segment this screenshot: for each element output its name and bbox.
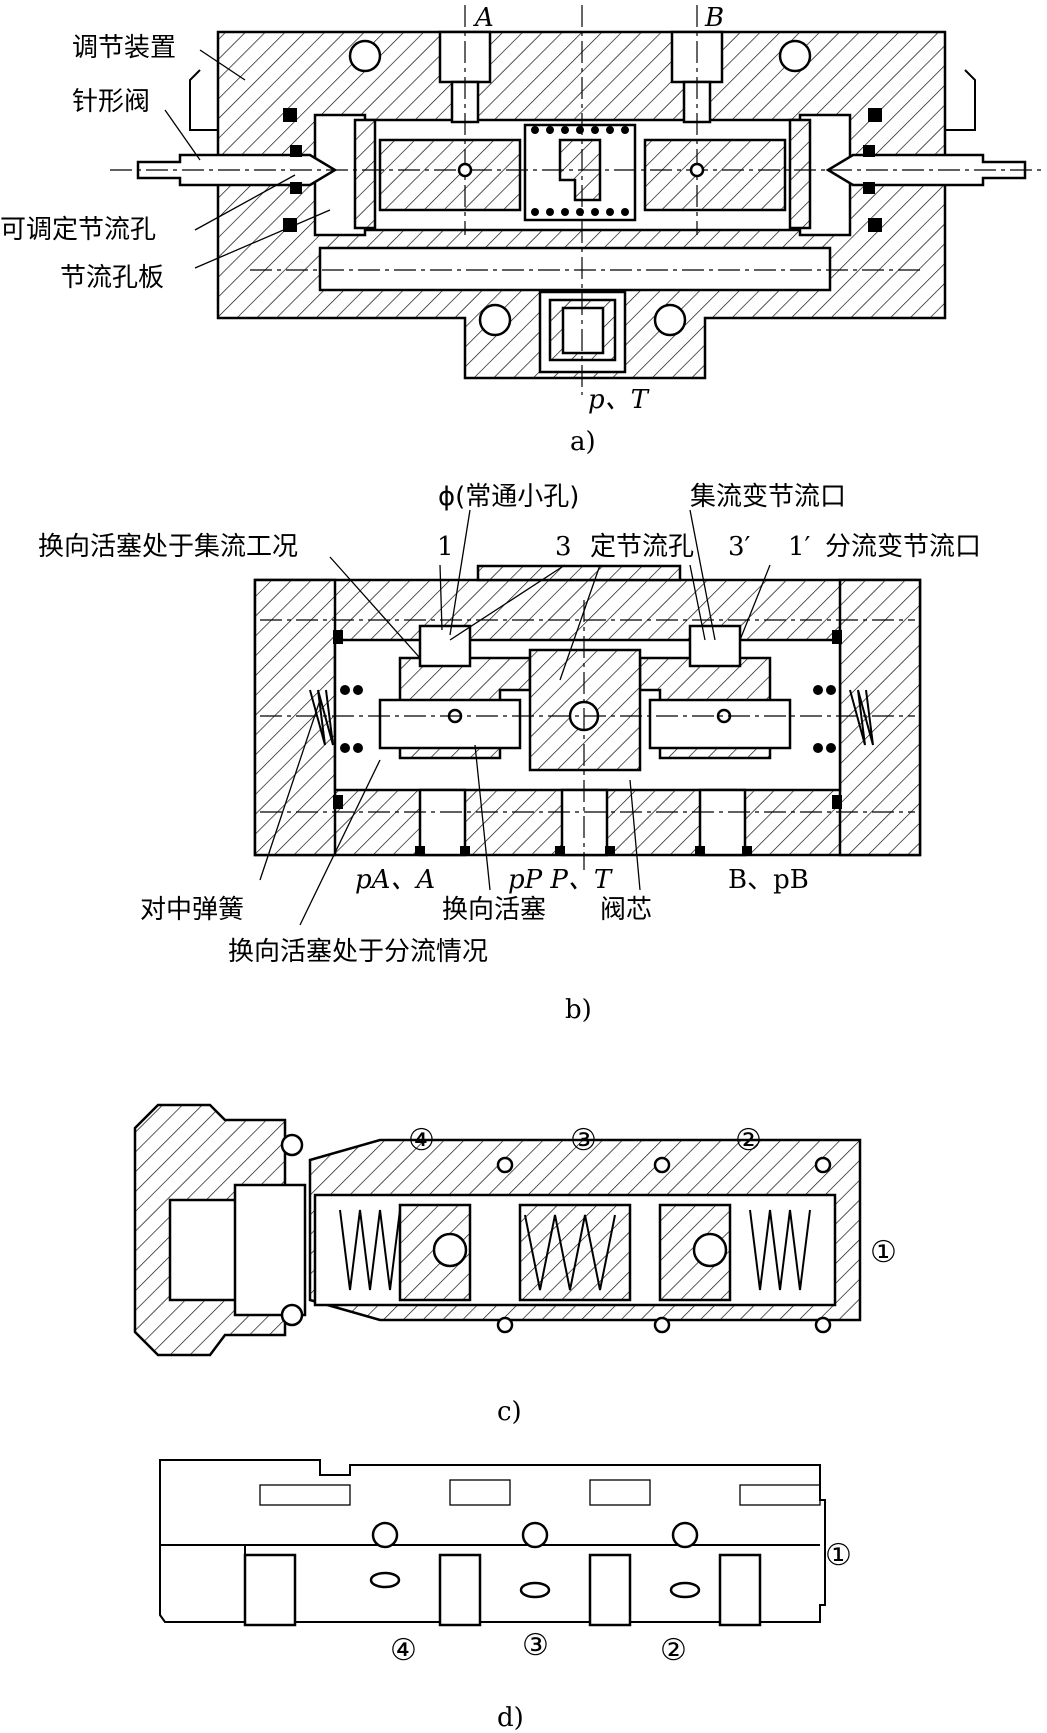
label-pa-a: pA、A: [355, 865, 435, 895]
label-collect-var-orifice: 集流变节流口: [690, 482, 846, 512]
o-ring: [653, 1316, 671, 1334]
label-piston-divide: 换向活塞处于分流情况: [228, 937, 488, 967]
label-needle-valve: 针形阀: [72, 87, 150, 117]
label-n3: 3: [555, 532, 572, 562]
caption-a: a): [570, 427, 596, 457]
orifice-plate-left: [353, 118, 377, 230]
panel-b: [253, 509, 922, 926]
port-hole-d: [521, 1521, 549, 1549]
panel-a: [110, 5, 1045, 395]
o-ring: [653, 1156, 671, 1174]
bolt-hole: [778, 39, 812, 73]
port-pa: [418, 788, 467, 857]
head-insert: [233, 1183, 307, 1317]
head-d: [160, 1544, 246, 1622]
spring-c-right: [749, 1209, 811, 1291]
left-spool: [378, 138, 522, 212]
right-spool-b: [648, 698, 792, 750]
land-d: [718, 1553, 762, 1627]
label-n1: 1: [437, 532, 454, 562]
top-cover: [476, 564, 682, 582]
label-pp-pt: pP P、T: [508, 865, 613, 895]
label-piston-collect: 换向活塞处于集流工况: [38, 532, 298, 562]
bottom-port-hole: [561, 306, 605, 355]
label-c-port-1: ①: [870, 1235, 897, 1270]
o-ring: [280, 1133, 304, 1157]
panel-d: [159, 1459, 826, 1627]
label-small-hole: ϕ(常通小孔): [438, 482, 579, 512]
label-fixed-orifice: 定节流孔: [590, 532, 694, 562]
bolt-hole: [478, 303, 512, 337]
port-hole-d: [371, 1521, 399, 1549]
port-hole-c: [432, 1232, 468, 1268]
end-cap-left: [253, 578, 337, 857]
port-slot-d: [369, 1571, 401, 1589]
valve-core-center: [528, 648, 642, 772]
label-c-port-3: ③: [570, 1123, 597, 1158]
center-spring: [531, 126, 629, 216]
o-ring: [496, 1156, 514, 1174]
port-slot-d: [669, 1581, 701, 1599]
o-ring: [814, 1316, 832, 1334]
caption-d: d): [497, 1703, 524, 1733]
orifice-plate-right: [788, 118, 812, 230]
label-adjustable-orifice: 可调定节流孔: [0, 215, 156, 245]
label-orifice-plate: 节流孔板: [60, 263, 164, 293]
spring-c-mid: [524, 1214, 616, 1291]
label-d-port-1: ①: [825, 1538, 852, 1573]
panel-c: [133, 1103, 862, 1357]
centering-spring-left: [309, 689, 334, 746]
label-adjust-device: 调节装置: [72, 33, 176, 63]
label-d-port-3: ③: [522, 1628, 549, 1663]
right-spool: [643, 138, 787, 212]
port-slot-d: [519, 1581, 551, 1599]
o-ring: [280, 1303, 304, 1327]
centering-spring-right: [849, 689, 874, 746]
caption-b: b): [565, 995, 592, 1025]
port-hole-d: [671, 1521, 699, 1549]
label-b-pb: B、pB: [728, 865, 809, 895]
top-orifice-right: [688, 624, 742, 668]
label-spool: 阀芯: [600, 895, 652, 925]
spring-c-left: [339, 1209, 401, 1291]
label-c-port-4: ④: [408, 1123, 435, 1158]
end-cap-right: [838, 578, 922, 857]
caption-c: c): [497, 1397, 522, 1427]
label-divide-var-orifice: 分流变节流口: [825, 532, 981, 562]
label-centering-spring: 对中弹簧: [140, 895, 244, 925]
land-d: [243, 1553, 297, 1627]
adjust-bracket-right: [945, 69, 976, 131]
label-port-b: B: [704, 3, 724, 33]
land-d: [438, 1553, 482, 1627]
port-pb: [698, 788, 747, 857]
label-port-a: A: [473, 3, 494, 33]
label-d-port-4: ④: [390, 1633, 417, 1668]
label-c-port-2: ②: [735, 1123, 762, 1158]
land-d: [588, 1553, 632, 1627]
label-n1p: 1′: [788, 532, 811, 562]
bolt-hole: [348, 39, 382, 73]
o-ring: [814, 1156, 832, 1174]
bolt-hole: [653, 303, 687, 337]
needle-valve-right: [825, 153, 1027, 187]
label-port-pt: p、T: [588, 385, 650, 415]
label-reversing-piston: 换向活塞: [442, 895, 546, 925]
o-ring: [496, 1316, 514, 1334]
port-hole-c: [692, 1232, 728, 1268]
lower-channel: [318, 246, 832, 292]
label-d-port-2: ②: [660, 1633, 687, 1668]
label-n3p: 3′: [728, 532, 751, 562]
adjust-bracket-left: [189, 69, 218, 131]
left-spool-b: [378, 698, 522, 750]
